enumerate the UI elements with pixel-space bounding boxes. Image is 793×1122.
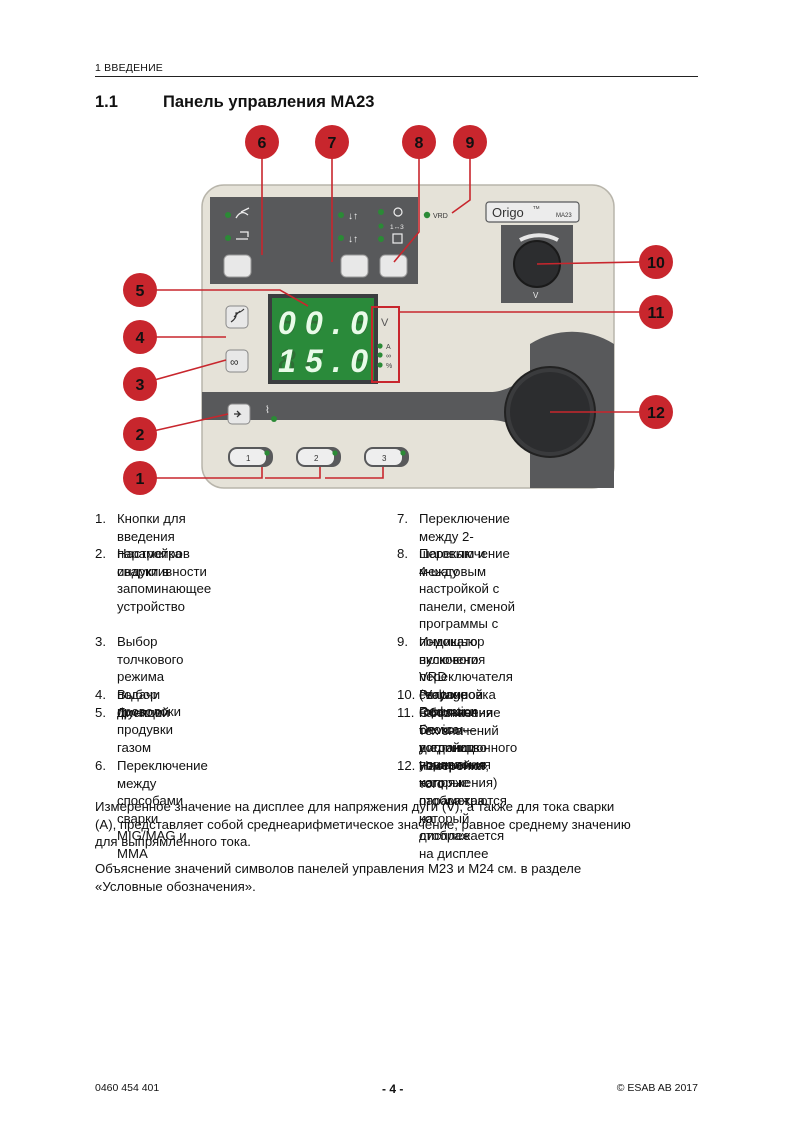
- vrd-label: VRD: [433, 213, 448, 220]
- callout-11: [639, 295, 673, 329]
- control-panel-figure: Origo TM MA23 VRD ↓↑ ↓↑ 1↔3 88.8 00.0 88…: [123, 125, 673, 495]
- mma-electrode-icon: [236, 231, 249, 240]
- callout-4: [123, 320, 157, 354]
- svg-text:1: 1: [136, 471, 145, 488]
- callout-5: [123, 273, 157, 307]
- gas-purge-icon: [230, 308, 245, 323]
- footer-copyright: © ESAB AB 2017: [616, 1082, 698, 1094]
- inductance-led: [271, 416, 277, 422]
- two-step-icon: ↓↑: [348, 211, 358, 222]
- svg-text:9: 9: [466, 135, 475, 152]
- unit-a: A: [386, 344, 391, 351]
- svg-text:10: 10: [647, 255, 665, 272]
- paragraph-measured-value: Измеренное значение на дисплее для напря…: [95, 799, 631, 850]
- memory-button-3-label: 3: [382, 454, 387, 463]
- svg-text:3: 3: [136, 377, 145, 394]
- voltage-knob-arc: [519, 233, 559, 242]
- vrd-led: [423, 211, 431, 219]
- four-step-icon: ↓↑: [348, 234, 358, 245]
- svg-text:4: 4: [136, 330, 145, 347]
- svg-text:8: 8: [415, 135, 424, 152]
- callout-6: [245, 125, 279, 159]
- memory-button-2-label: 2: [314, 454, 319, 463]
- callout-12: [639, 395, 673, 429]
- control-source-button: [379, 254, 408, 278]
- callout-8: [402, 125, 436, 159]
- voltage-knob-label: V: [533, 291, 539, 300]
- welding-method-button: [223, 254, 252, 278]
- mma-led: [225, 235, 231, 241]
- remote-icon: [392, 233, 403, 244]
- callout-9: [453, 125, 487, 159]
- header-rule: [95, 76, 698, 77]
- wire-inch-button: [225, 349, 249, 373]
- svg-text:6: 6: [258, 135, 267, 152]
- inductance-icon: [234, 410, 242, 418]
- footer-doc-number: 0460 454 401: [95, 1082, 160, 1094]
- callout-1: [123, 461, 157, 495]
- svg-text:12: 12: [647, 405, 665, 422]
- memory-led-3: [400, 450, 406, 456]
- section-number: 1.1: [95, 93, 118, 111]
- unit-a-led: [377, 343, 383, 349]
- chapter-header: 1 ВВЕДЕНИЕ: [95, 62, 164, 74]
- brand-model: MA23: [556, 213, 572, 219]
- wire-feed-icon: ∞: [386, 353, 391, 360]
- callout-2: [123, 417, 157, 451]
- svg-text:5: 5: [136, 283, 145, 300]
- unit-percent-led: [377, 362, 383, 368]
- svg-text:2: 2: [136, 427, 145, 444]
- trigger-program-label: 1↔3: [390, 224, 404, 231]
- panel-led: [378, 209, 384, 215]
- lower-band: [202, 377, 530, 432]
- paragraph-symbols-reference: Объяснение значений символов панелей упр…: [95, 861, 582, 894]
- callout-3: [123, 367, 157, 401]
- mig-led: [225, 212, 231, 218]
- memory-button-1-label: 1: [246, 454, 251, 463]
- timer-icon: [393, 207, 403, 217]
- trigger-mode-button: [340, 254, 369, 278]
- svg-text:7: 7: [328, 135, 337, 152]
- unit-indicator-box: [371, 306, 400, 383]
- unit-feed-led: [377, 352, 383, 358]
- brand-plate: [485, 201, 580, 223]
- wire-inch-icon: ∞: [230, 355, 239, 369]
- memory-led-2: [332, 450, 338, 456]
- gas-purge-button: [225, 305, 249, 329]
- footer-page-number: - 4 -: [382, 1082, 404, 1096]
- brand-name: Origo: [492, 205, 524, 220]
- four-step-led: [338, 235, 344, 241]
- display-screen: [272, 298, 374, 380]
- unit-v: V: [381, 317, 389, 329]
- remote-led: [378, 236, 384, 242]
- callout-markers: 6 7 8 9 10 11 12 5 4 3 2 1: [123, 125, 673, 495]
- trigger-program-led: [378, 223, 384, 229]
- memory-led-1: [264, 450, 270, 456]
- inductance-symbol-icon: ⌇: [265, 405, 270, 416]
- two-step-led: [338, 212, 344, 218]
- callout-10: [639, 245, 673, 279]
- unit-percent: %: [386, 363, 392, 370]
- brand-tm: TM: [533, 205, 540, 210]
- svg-text:11: 11: [648, 305, 665, 322]
- mig-torch-icon: [235, 207, 250, 219]
- callout-7: [315, 125, 349, 159]
- section-title-text: Панель управления MA23: [163, 93, 375, 111]
